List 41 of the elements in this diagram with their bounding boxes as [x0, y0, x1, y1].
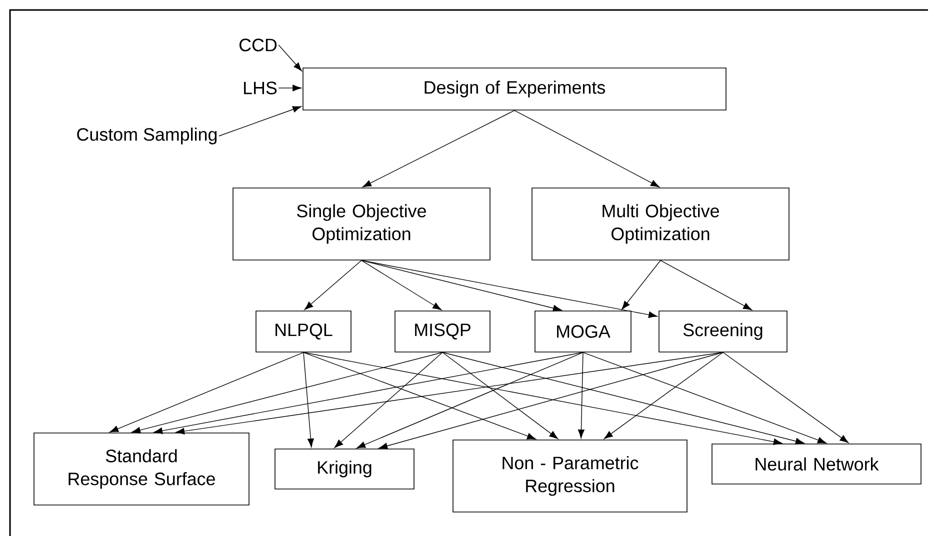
method-label: CCD: [240, 38, 277, 52]
method-label: LHS: [244, 82, 277, 94]
process-box: Kriging: [274, 448, 414, 490]
arrow: [110, 352, 304, 432]
arrow: [442, 352, 558, 440]
process-box: Multi Objective Optimization: [532, 188, 790, 260]
arrow: [378, 352, 724, 450]
arrow: [356, 352, 584, 448]
arrow: [362, 110, 515, 188]
arrow: [304, 260, 362, 310]
process-box: Design of Experiments: [302, 68, 726, 110]
process-box: NLPQL: [256, 310, 352, 352]
arrow: [582, 352, 826, 444]
arrow: [154, 352, 584, 434]
arrow: [660, 260, 752, 310]
arrow: [334, 352, 443, 448]
process-box: Neural Network: [712, 444, 922, 484]
process-box: Standard Response Surface: [34, 432, 250, 506]
arrow: [303, 352, 314, 448]
process-box: Single Objective Optimization: [232, 188, 490, 260]
arrow: [361, 260, 442, 310]
arrow: [442, 352, 804, 444]
arrow: [303, 352, 536, 440]
arrow: [176, 352, 724, 434]
arrow: [218, 106, 302, 136]
process-box: MISQP: [394, 310, 490, 352]
arrow: [278, 84, 302, 92]
arrow: [622, 260, 661, 310]
process-box: Screening: [658, 310, 788, 352]
arrow: [132, 352, 443, 434]
arrow: [361, 260, 562, 312]
arrow: [303, 352, 782, 445]
arrow: [361, 260, 658, 318]
arrow: [514, 110, 660, 188]
arrow: [604, 352, 724, 440]
process-box: MOGA: [534, 310, 632, 352]
arrow: [578, 352, 584, 438]
method-label: Custom Sampling: [77, 128, 217, 144]
arrow: [278, 44, 302, 72]
arrow: [722, 352, 849, 444]
process-box: Non - Parametric Regression: [452, 440, 688, 512]
